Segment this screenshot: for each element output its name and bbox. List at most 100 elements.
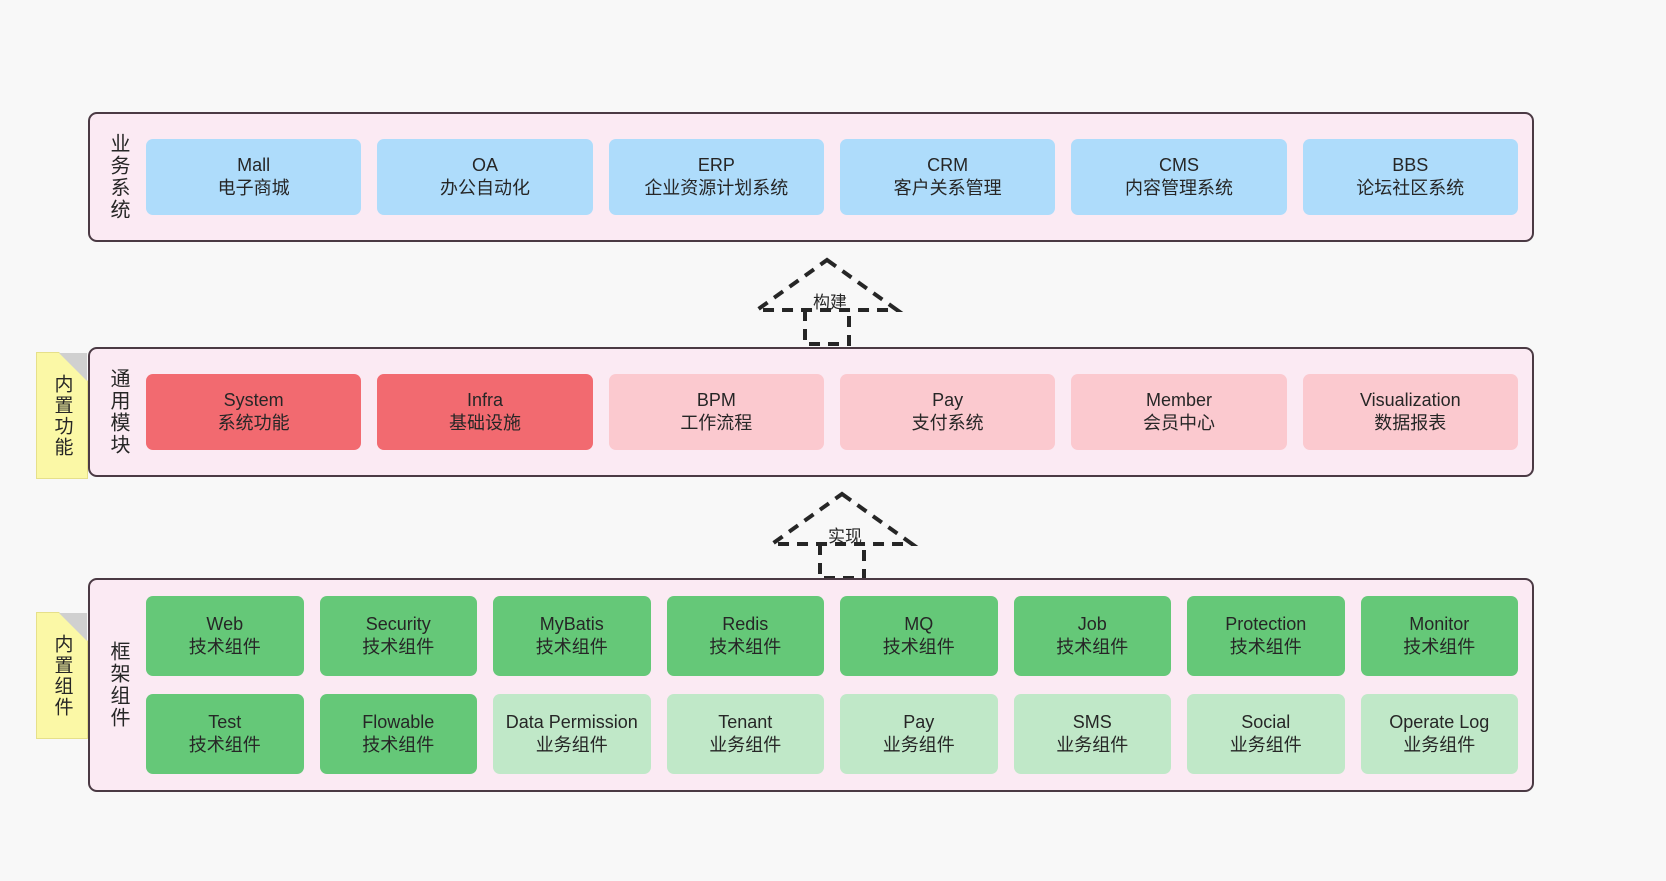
connector-implement: 实现 bbox=[765, 491, 935, 580]
layer-common-modules-title: 通用模块 bbox=[107, 368, 129, 456]
node-pay-module-name: Pay bbox=[932, 389, 964, 410]
node-cms-sub: 内容管理系统 bbox=[1124, 178, 1233, 198]
build-stem bbox=[803, 310, 851, 346]
layer-framework-components-body: Web 技术组件 Security 技术组件 MyBatis 技术组件 Redi… bbox=[146, 580, 1532, 790]
node-mybatis-name: MyBatis bbox=[539, 613, 604, 634]
node-oa-sub: 办公自动化 bbox=[439, 178, 530, 198]
node-data-permission-name: Data Permission bbox=[505, 711, 638, 732]
node-mq-name: MQ bbox=[904, 613, 934, 634]
node-social-name: Social bbox=[1241, 711, 1291, 732]
node-test-name: Test bbox=[208, 711, 242, 732]
node-oa-name: OA bbox=[471, 154, 498, 175]
sticky-note-builtin-components: 内置组件 bbox=[36, 612, 88, 739]
node-redis[interactable]: Redis 技术组件 bbox=[666, 596, 824, 676]
layer-framework-components-row-business: Test 技术组件 Flowable 技术组件 Data Permission … bbox=[146, 694, 1518, 774]
layer-business-systems-title: 业务系统 bbox=[107, 133, 129, 221]
node-visualization-name: Visualization bbox=[1359, 389, 1461, 410]
node-mq-sub: 技术组件 bbox=[882, 637, 955, 657]
node-member[interactable]: Member 会员中心 bbox=[1071, 374, 1287, 450]
node-mall-sub: 电子商城 bbox=[217, 178, 290, 198]
node-monitor[interactable]: Monitor 技术组件 bbox=[1360, 596, 1518, 676]
layer-business-systems-row: Mall 电子商城 OA 办公自动化 ERP 企业资源计划系统 CRM 客户关系… bbox=[146, 139, 1518, 215]
build-arrowhead bbox=[750, 257, 904, 312]
node-infra-name: Infra bbox=[466, 389, 503, 410]
node-web-name: Web bbox=[206, 613, 244, 634]
node-operate-log-sub: 业务组件 bbox=[1403, 735, 1476, 755]
node-system-sub: 系统功能 bbox=[217, 413, 290, 433]
node-bbs-sub: 论坛社区系统 bbox=[1356, 178, 1465, 198]
connector-implement-label: 实现 bbox=[828, 527, 862, 546]
node-member-name: Member bbox=[1145, 389, 1212, 410]
node-security-name: Security bbox=[365, 613, 431, 634]
node-job[interactable]: Job 技术组件 bbox=[1013, 596, 1171, 676]
node-mybatis-sub: 技术组件 bbox=[535, 637, 608, 657]
node-protection-name: Protection bbox=[1225, 613, 1307, 634]
layer-framework-components: 框架组件 Web 技术组件 Security 技术组件 MyBatis 技术组件… bbox=[88, 578, 1534, 792]
node-bpm[interactable]: BPM 工作流程 bbox=[608, 374, 824, 450]
sticky-note-builtin-features-label: 内置功能 bbox=[51, 373, 73, 458]
node-mq[interactable]: MQ 技术组件 bbox=[840, 596, 998, 676]
node-mybatis[interactable]: MyBatis 技术组件 bbox=[493, 596, 651, 676]
node-pay-component[interactable]: Pay 业务组件 bbox=[840, 694, 998, 774]
node-tenant-sub: 业务组件 bbox=[709, 735, 782, 755]
layer-common-modules: 通用模块 System 系统功能 Infra 基础设施 BPM 工作流程 Pay… bbox=[88, 347, 1534, 477]
node-job-name: Job bbox=[1077, 613, 1107, 634]
node-redis-sub: 技术组件 bbox=[709, 637, 782, 657]
node-visualization-sub: 数据报表 bbox=[1374, 413, 1447, 433]
node-web[interactable]: Web 技术组件 bbox=[146, 596, 304, 676]
node-job-sub: 技术组件 bbox=[1056, 637, 1129, 657]
node-security[interactable]: Security 技术组件 bbox=[319, 596, 477, 676]
node-pay-module[interactable]: Pay 支付系统 bbox=[839, 374, 1056, 450]
node-tenant[interactable]: Tenant 业务组件 bbox=[666, 694, 824, 774]
node-oa[interactable]: OA 办公自动化 bbox=[377, 139, 593, 215]
node-pay-module-sub: 支付系统 bbox=[911, 413, 984, 433]
node-system-name: System bbox=[223, 389, 284, 410]
node-visualization[interactable]: Visualization 数据报表 bbox=[1302, 374, 1518, 450]
node-monitor-name: Monitor bbox=[1409, 613, 1470, 634]
node-protection-sub: 技术组件 bbox=[1229, 637, 1302, 657]
implement-stem bbox=[818, 544, 866, 580]
layer-framework-components-title: 框架组件 bbox=[107, 641, 129, 729]
node-protection[interactable]: Protection 技术组件 bbox=[1187, 596, 1345, 676]
node-test[interactable]: Test 技术组件 bbox=[146, 694, 304, 774]
node-tenant-name: Tenant bbox=[718, 711, 773, 732]
node-operate-log[interactable]: Operate Log 业务组件 bbox=[1360, 694, 1518, 774]
node-member-sub: 会员中心 bbox=[1142, 413, 1215, 433]
layer-common-modules-row: System 系统功能 Infra 基础设施 BPM 工作流程 Pay 支付系统… bbox=[146, 374, 1518, 450]
node-flowable[interactable]: Flowable 技术组件 bbox=[319, 694, 477, 774]
node-bbs[interactable]: BBS 论坛社区系统 bbox=[1302, 139, 1518, 215]
node-cms-name: CMS bbox=[1158, 154, 1199, 175]
node-data-permission-sub: 业务组件 bbox=[535, 735, 608, 755]
node-test-sub: 技术组件 bbox=[188, 735, 261, 755]
node-system[interactable]: System 系统功能 bbox=[146, 374, 362, 450]
connector-build: 构建 bbox=[750, 257, 920, 346]
connector-build-label: 构建 bbox=[813, 293, 847, 312]
node-sms-name: SMS bbox=[1072, 711, 1112, 732]
node-social[interactable]: Social 业务组件 bbox=[1187, 694, 1345, 774]
node-erp-name: ERP bbox=[697, 154, 735, 175]
node-erp-sub: 企业资源计划系统 bbox=[644, 178, 789, 198]
node-social-sub: 业务组件 bbox=[1229, 735, 1302, 755]
layer-business-systems-body: Mall 电子商城 OA 办公自动化 ERP 企业资源计划系统 CRM 客户关系… bbox=[146, 114, 1532, 240]
node-flowable-name: Flowable bbox=[362, 711, 435, 732]
node-crm[interactable]: CRM 客户关系管理 bbox=[839, 139, 1056, 215]
sticky-note-builtin-components-label: 内置组件 bbox=[51, 633, 73, 718]
node-infra-sub: 基础设施 bbox=[448, 413, 521, 433]
node-sms[interactable]: SMS 业务组件 bbox=[1013, 694, 1171, 774]
node-data-permission[interactable]: Data Permission 业务组件 bbox=[493, 694, 651, 774]
sticky-note-builtin-features: 内置功能 bbox=[36, 352, 88, 479]
layer-framework-components-row-technical: Web 技术组件 Security 技术组件 MyBatis 技术组件 Redi… bbox=[146, 596, 1518, 676]
node-sms-sub: 业务组件 bbox=[1056, 735, 1129, 755]
node-pay-component-name: Pay bbox=[903, 711, 935, 732]
node-mall[interactable]: Mall 电子商城 bbox=[146, 139, 362, 215]
node-flowable-sub: 技术组件 bbox=[362, 735, 435, 755]
layer-business-systems: 业务系统 Mall 电子商城 OA 办公自动化 ERP 企业资源计划系统 CRM… bbox=[88, 112, 1534, 242]
node-cms[interactable]: CMS 内容管理系统 bbox=[1071, 139, 1287, 215]
node-infra[interactable]: Infra 基础设施 bbox=[377, 374, 593, 450]
node-bpm-sub: 工作流程 bbox=[680, 413, 753, 433]
node-pay-component-sub: 业务组件 bbox=[882, 735, 955, 755]
node-security-sub: 技术组件 bbox=[362, 637, 435, 657]
node-bpm-name: BPM bbox=[696, 389, 736, 410]
node-erp[interactable]: ERP 企业资源计划系统 bbox=[608, 139, 824, 215]
